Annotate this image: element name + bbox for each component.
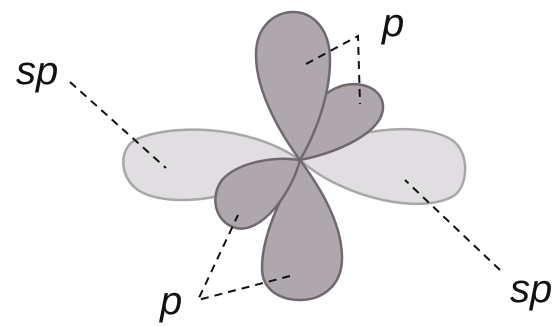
label-sp-left: sp (16, 49, 58, 93)
p-lobe-front-upper (254, 10, 332, 163)
leader-sp-left (69, 81, 167, 169)
label-p-bottom: p (159, 279, 182, 323)
label-p-top: p (381, 1, 404, 45)
leader-sp-right (404, 179, 501, 271)
p-lobe-front-lower (260, 157, 344, 302)
leader-p-bottom (196, 214, 291, 302)
label-sp-right: sp (510, 267, 552, 311)
p-lobe-lower-left (214, 157, 302, 230)
leader-p-top (305, 34, 361, 105)
